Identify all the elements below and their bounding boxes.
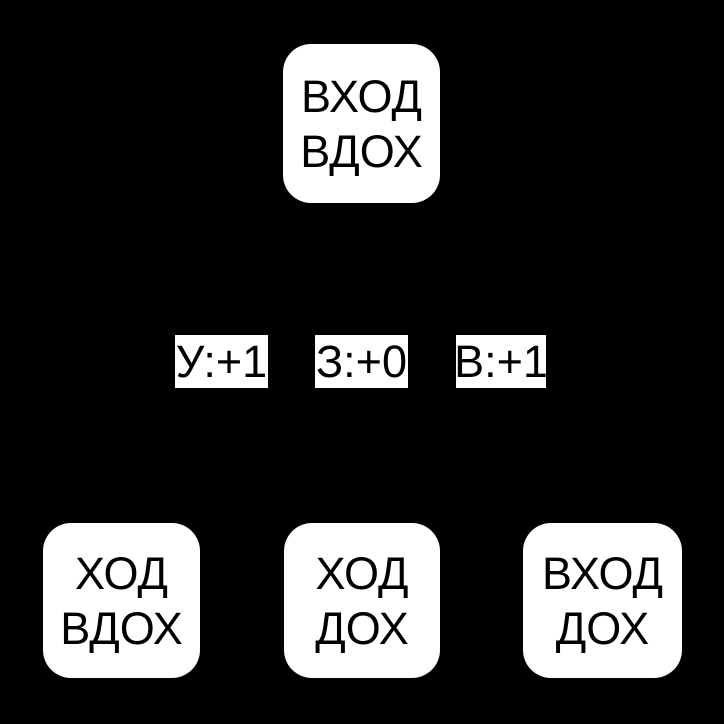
edge-label-3-text: В:+1 xyxy=(454,336,548,387)
root-node: ВХОД ВДОХ xyxy=(283,44,440,203)
root-node-line-2: ВДОХ xyxy=(300,125,423,177)
edge-label-3: В:+1 xyxy=(454,335,548,388)
child-node-2: ХОД ДОХ xyxy=(284,523,440,678)
child-node-3-line-2: ДОХ xyxy=(555,602,650,654)
edge-label-2: З:+0 xyxy=(315,335,408,388)
child-node-3-line-1: ВХОД xyxy=(541,547,664,599)
child-node-1-line-2: ВДОХ xyxy=(60,602,183,654)
edge-label-2-text: З:+0 xyxy=(316,336,407,387)
child-node-3: ВХОД ДОХ xyxy=(523,523,682,678)
child-node-1: ХОД ВДОХ xyxy=(43,523,200,678)
child-node-2-line-1: ХОД xyxy=(315,547,409,599)
edge-label-1: У:+1 xyxy=(175,335,268,388)
child-node-2-line-2: ДОХ xyxy=(315,602,409,654)
edge-label-1-text: У:+1 xyxy=(175,336,268,387)
child-node-1-line-1: ХОД xyxy=(74,547,168,599)
root-node-line-1: ВХОД xyxy=(300,70,423,122)
